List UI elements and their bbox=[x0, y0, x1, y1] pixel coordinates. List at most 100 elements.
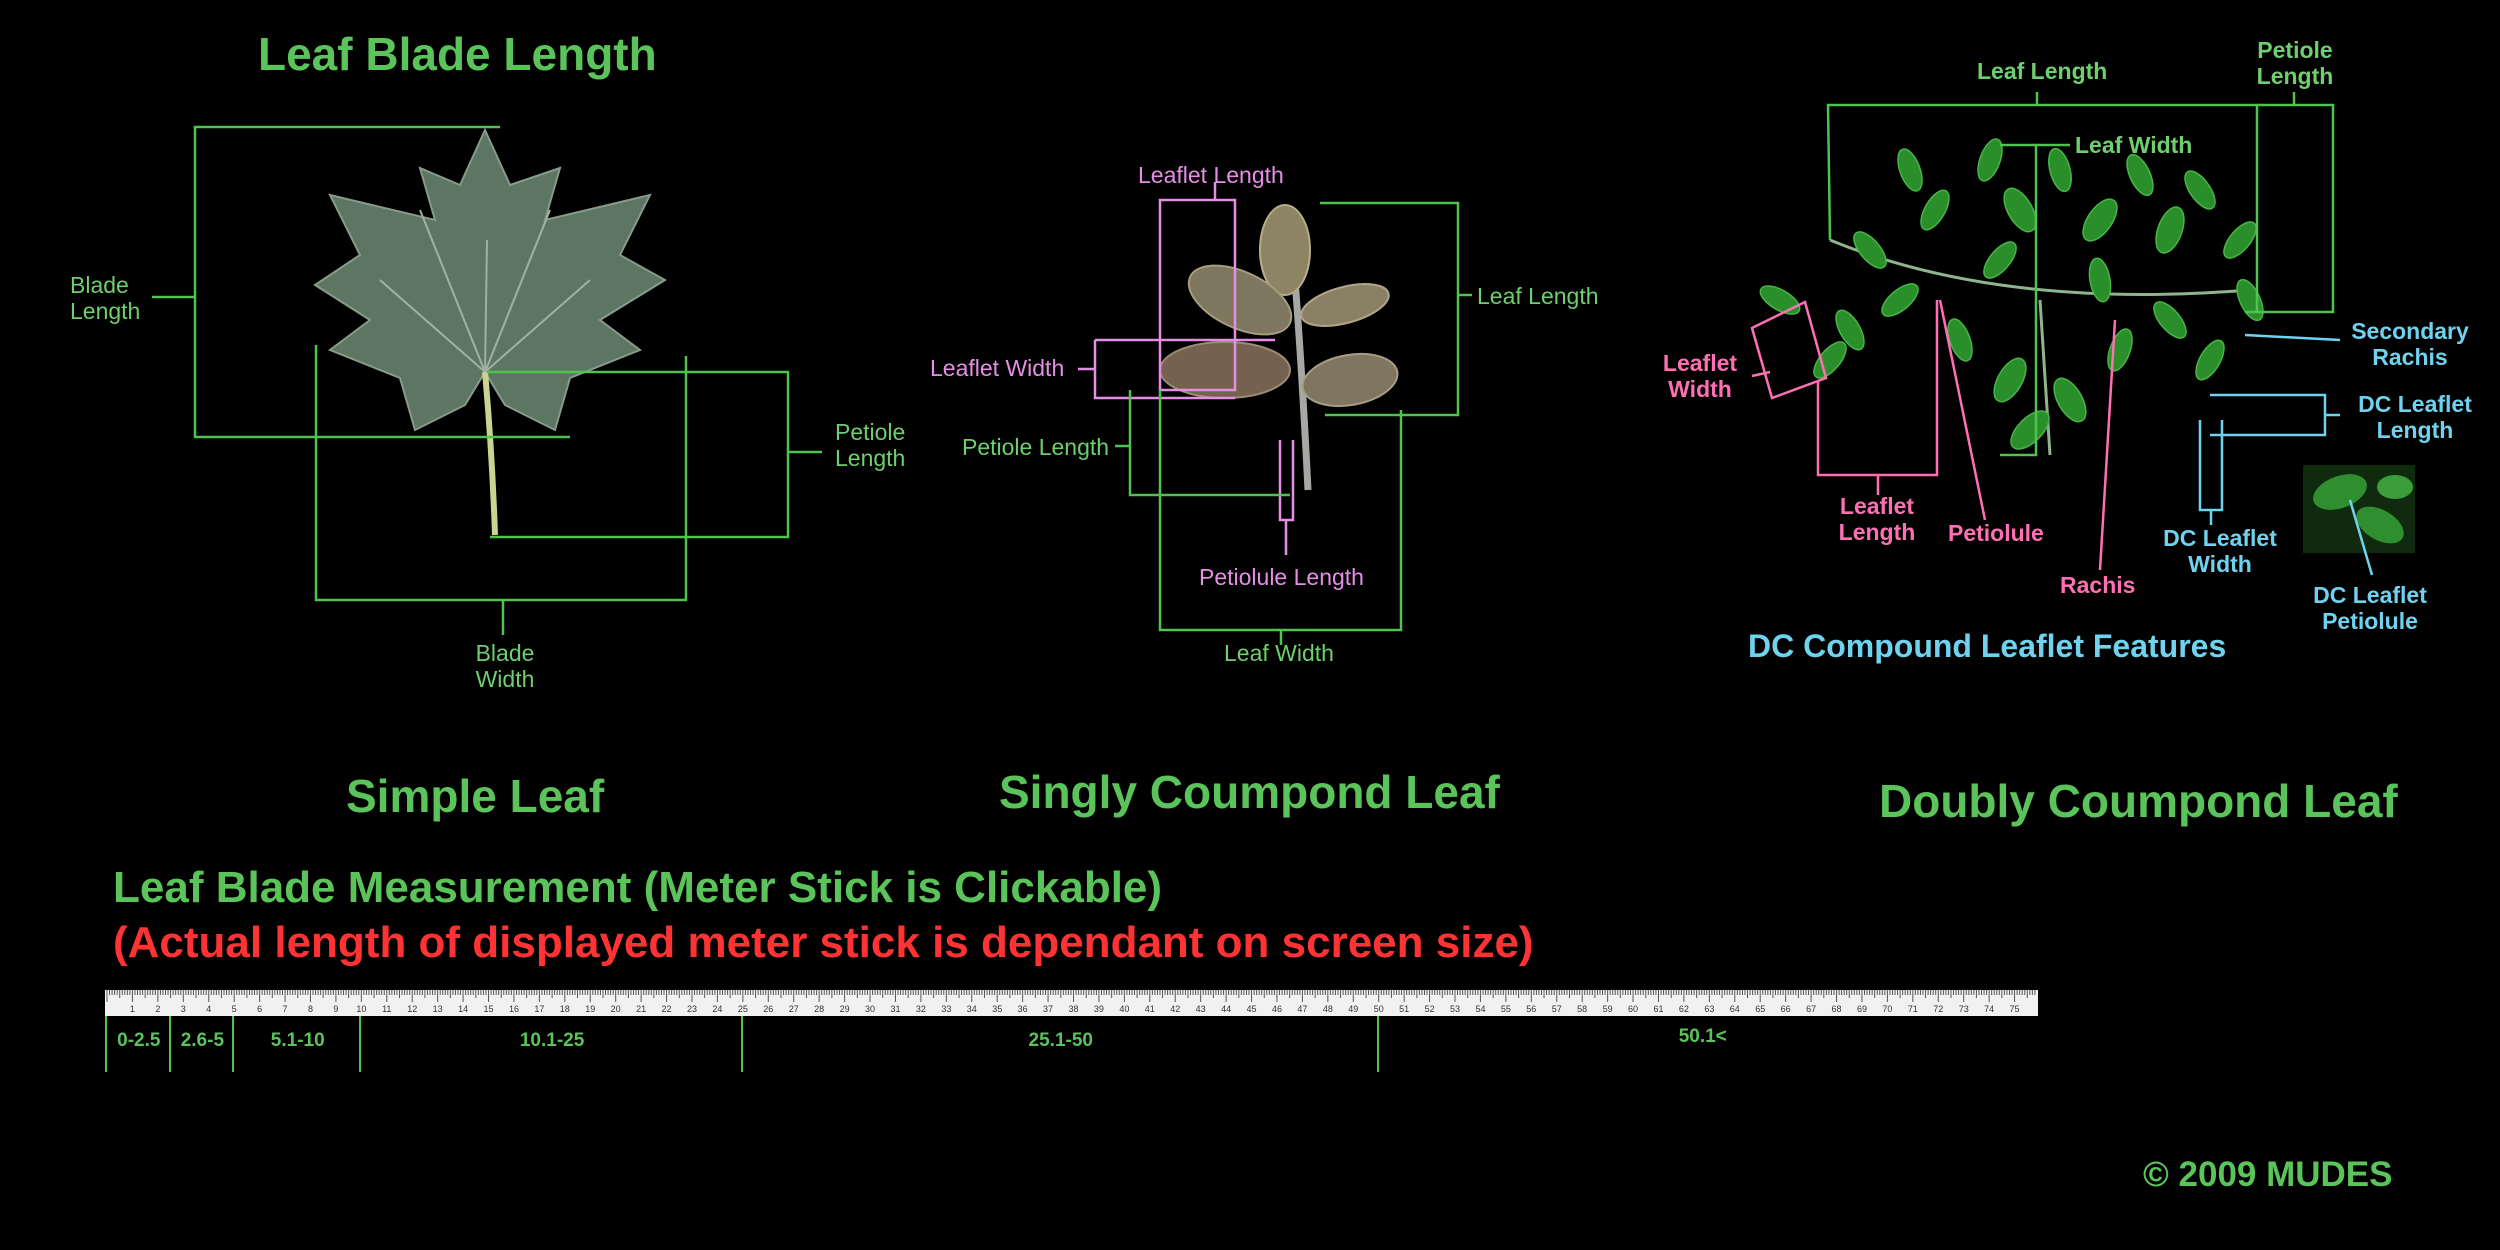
ruler-tick-label: 24 bbox=[712, 1004, 722, 1014]
ruler-tick-label: 69 bbox=[1857, 1004, 1867, 1014]
singly-petiole-length-label: Petiole Length bbox=[962, 434, 1110, 460]
ruler-tick-label: 64 bbox=[1730, 1004, 1740, 1014]
ruler-tick-label: 34 bbox=[967, 1004, 977, 1014]
doubly-leaf-width-label: Leaf Width bbox=[2075, 132, 2193, 158]
singly-leaflet-width-label: Leaflet Width bbox=[930, 355, 1065, 381]
doubly-secondary-rachis-label: Secondary Rachis bbox=[2351, 318, 2469, 371]
ruler-tick-label: 62 bbox=[1679, 1004, 1689, 1014]
ruler-tick-label: 59 bbox=[1603, 1004, 1613, 1014]
doubly-rachis-label: Rachis bbox=[2060, 572, 2136, 598]
ruler-tick-label: 44 bbox=[1221, 1004, 1231, 1014]
ruler-tick-label: 49 bbox=[1348, 1004, 1358, 1014]
ruler-tick-label: 70 bbox=[1882, 1004, 1892, 1014]
ruler-tick-label: 45 bbox=[1247, 1004, 1257, 1014]
ruler-tick-label: 1 bbox=[130, 1004, 135, 1014]
copyright: © 2009 MUDES bbox=[2143, 1155, 2393, 1194]
doubly-dc-leaflet-width-label: DC Leaflet Width bbox=[2163, 525, 2277, 578]
ruler-tick-label: 66 bbox=[1781, 1004, 1791, 1014]
ruler-tick-label: 53 bbox=[1450, 1004, 1460, 1014]
ruler-tick-label: 26 bbox=[763, 1004, 773, 1014]
doubly-cyan-brackets bbox=[2198, 333, 2374, 576]
ruler-tick-label: 15 bbox=[484, 1004, 494, 1014]
dc-leaflet-thumbnail bbox=[2303, 465, 2415, 553]
ruler-tick-label: 7 bbox=[283, 1004, 288, 1014]
measurement-range-label: 5.1-10 bbox=[270, 1030, 325, 1051]
ruler-tick-label: 6 bbox=[257, 1004, 262, 1014]
doubly-leaflet-width-label: Leaflet Width bbox=[1662, 350, 1738, 403]
ruler-tick-label: 13 bbox=[433, 1004, 443, 1014]
ruler-tick-label: 58 bbox=[1577, 1004, 1587, 1014]
ruler-tick-label: 56 bbox=[1526, 1004, 1536, 1014]
ruler-tick-label: 21 bbox=[636, 1004, 646, 1014]
measurement-range-label: 0-2.5 bbox=[117, 1030, 161, 1051]
measurement-range: 0-2.5 bbox=[105, 1016, 171, 1072]
simple-petiole-length-label: Petiole Length bbox=[835, 419, 906, 472]
ruler-tick-label: 38 bbox=[1068, 1004, 1078, 1014]
measurement-note: (Actual length of displayed meter stick … bbox=[113, 918, 1534, 967]
compound-leaf-image bbox=[1159, 204, 1399, 491]
ruler-tick-label: 5 bbox=[232, 1004, 237, 1014]
ruler-tick-label: 14 bbox=[458, 1004, 468, 1014]
ruler-tick-label: 54 bbox=[1475, 1004, 1485, 1014]
measurement-range: 5.1-10 bbox=[232, 1016, 361, 1072]
singly-leaf-brackets bbox=[1115, 201, 1472, 645]
ruler-tick-label: 11 bbox=[382, 1004, 391, 1014]
doubly-leaf-brackets bbox=[1826, 92, 2335, 457]
ruler-tick-label: 47 bbox=[1297, 1004, 1307, 1014]
ruler-tick-label: 17 bbox=[534, 1004, 544, 1014]
simple-leaf-caption: Simple Leaf bbox=[346, 770, 605, 822]
ruler-tick-label: 60 bbox=[1628, 1004, 1638, 1014]
ruler-tick-label: 35 bbox=[992, 1004, 1002, 1014]
doubly-leaflet-length-label: Leaflet Length bbox=[1838, 493, 1916, 546]
ruler-tick-label: 12 bbox=[407, 1004, 417, 1014]
ruler-tick-label: 72 bbox=[1933, 1004, 1943, 1014]
measurement-range-label: 2.6-5 bbox=[180, 1030, 225, 1051]
ruler-tick-label: 67 bbox=[1806, 1004, 1816, 1014]
measurement-range: 10.1-25 bbox=[359, 1016, 743, 1072]
singly-leaf-length-label: Leaf Length bbox=[1477, 283, 1599, 309]
ruler-tick-label: 16 bbox=[509, 1004, 519, 1014]
ruler-tick-label: 32 bbox=[916, 1004, 926, 1014]
singly-compound-caption: Singly Coumpond Leaf bbox=[999, 766, 1500, 818]
ruler-tick-label: 36 bbox=[1018, 1004, 1028, 1014]
ruler-tick-label: 75 bbox=[2010, 1004, 2020, 1014]
ruler-tick-label: 73 bbox=[1959, 1004, 1969, 1014]
doubly-compound-caption: Doubly Coumpond Leaf bbox=[1879, 775, 2398, 827]
measurement-range-label: 10.1-25 bbox=[519, 1030, 585, 1051]
ruler-tick-label: 28 bbox=[814, 1004, 824, 1014]
ruler-tick-label: 19 bbox=[585, 1004, 595, 1014]
singly-leaf-width-label: Leaf Width bbox=[1224, 640, 1334, 666]
ruler-tick-label: 30 bbox=[865, 1004, 875, 1014]
ruler-tick-label: 4 bbox=[206, 1004, 211, 1014]
ruler-tick-label: 48 bbox=[1323, 1004, 1333, 1014]
ruler-tick-label: 25 bbox=[738, 1004, 748, 1014]
singly-leaflet-length-label: Leaflet Length bbox=[1138, 162, 1284, 188]
ruler-tick-label: 9 bbox=[333, 1004, 338, 1014]
simple-leaf-brackets bbox=[152, 125, 822, 635]
doubly-petiole-length-label: Petiole Length bbox=[2256, 37, 2334, 90]
ruler-tick-label: 40 bbox=[1119, 1004, 1129, 1014]
ruler-tick-label: 57 bbox=[1552, 1004, 1562, 1014]
ruler-tick-label: 74 bbox=[1984, 1004, 1994, 1014]
measurement-range-label: 25.1-50 bbox=[1028, 1030, 1093, 1051]
measurement-range: 25.1-50 bbox=[740, 1016, 1379, 1072]
doubly-dc-leaflet-petiolule-label: DC Leaflet Petiolule bbox=[2313, 582, 2427, 635]
doubly-compound-image bbox=[1759, 138, 2264, 456]
measurement-heading: Leaf Blade Measurement (Meter Stick is C… bbox=[113, 863, 1163, 912]
ruler-tick-label: 2 bbox=[155, 1004, 160, 1014]
singly-leaflet-brackets bbox=[1078, 182, 1295, 555]
ruler-tick-label: 55 bbox=[1501, 1004, 1511, 1014]
doubly-pink-brackets bbox=[1750, 299, 2117, 571]
ruler-tick-label: 8 bbox=[308, 1004, 313, 1014]
ruler-tick-label: 29 bbox=[840, 1004, 850, 1014]
ruler-tick-label: 31 bbox=[890, 1004, 900, 1014]
ruler-tick-label: 18 bbox=[560, 1004, 570, 1014]
doubly-dc-features-label: DC Compound Leaflet Features bbox=[1748, 628, 2227, 664]
ruler-tick-label: 50 bbox=[1374, 1004, 1384, 1014]
doubly-dc-leaflet-length-label: DC Leaflet Length bbox=[2358, 391, 2472, 444]
ruler-tick-label: 46 bbox=[1272, 1004, 1282, 1014]
ruler-tick-label: 61 bbox=[1653, 1004, 1663, 1014]
